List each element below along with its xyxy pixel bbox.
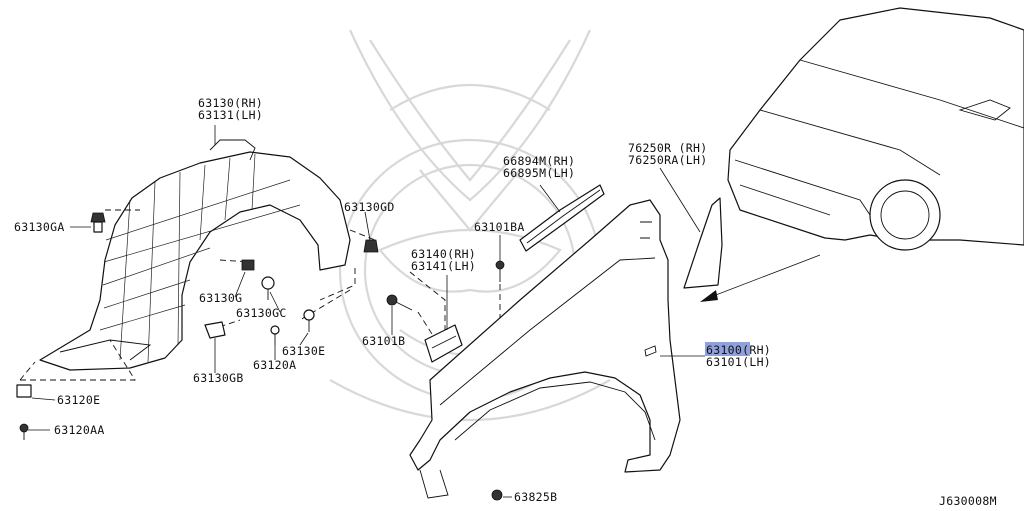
label-63130E: 63130E bbox=[282, 344, 325, 358]
label-63120AA: 63120AA bbox=[54, 423, 105, 437]
label-63130: 63130(RH)63131(LH) bbox=[198, 96, 263, 122]
location-arrow bbox=[700, 254, 821, 302]
label-63130GA: 63130GA bbox=[14, 220, 65, 234]
label-63101BA: 63101BA bbox=[474, 220, 525, 234]
inner-fender-liner bbox=[39, 139, 351, 371]
fender-trim bbox=[683, 197, 723, 289]
label-66894M: 66894M(RH)66895M(LH) bbox=[503, 154, 575, 180]
label-63130GC: 63130GC bbox=[236, 306, 287, 320]
diagram-id: J630008M bbox=[939, 494, 997, 508]
part-labels: 63130(RH)63131(LH) 63130GA 63130GD 63130… bbox=[14, 96, 997, 508]
leader-lines bbox=[28, 125, 705, 498]
label-63130GD: 63130GD bbox=[344, 200, 395, 214]
label-76250R: 76250R (RH)76250RA(LH) bbox=[628, 141, 707, 167]
label-63825B: 63825B bbox=[514, 490, 557, 504]
liner-fasteners bbox=[16, 212, 379, 440]
label-63100: 63100(RH)63101(LH) bbox=[706, 343, 771, 369]
fender-protector bbox=[519, 184, 605, 252]
label-63101B: 63101B bbox=[362, 334, 405, 348]
label-63130G: 63130G bbox=[199, 291, 242, 305]
highlight-63100 bbox=[705, 342, 750, 356]
label-63120A: 63120A bbox=[253, 358, 296, 372]
vehicle-illustration bbox=[727, 7, 1024, 251]
label-63130GB: 63130GB bbox=[193, 371, 244, 385]
front-fender bbox=[409, 199, 681, 499]
label-63140: 63140(RH)63141(LH) bbox=[411, 247, 476, 273]
label-63120E: 63120E bbox=[57, 393, 100, 407]
